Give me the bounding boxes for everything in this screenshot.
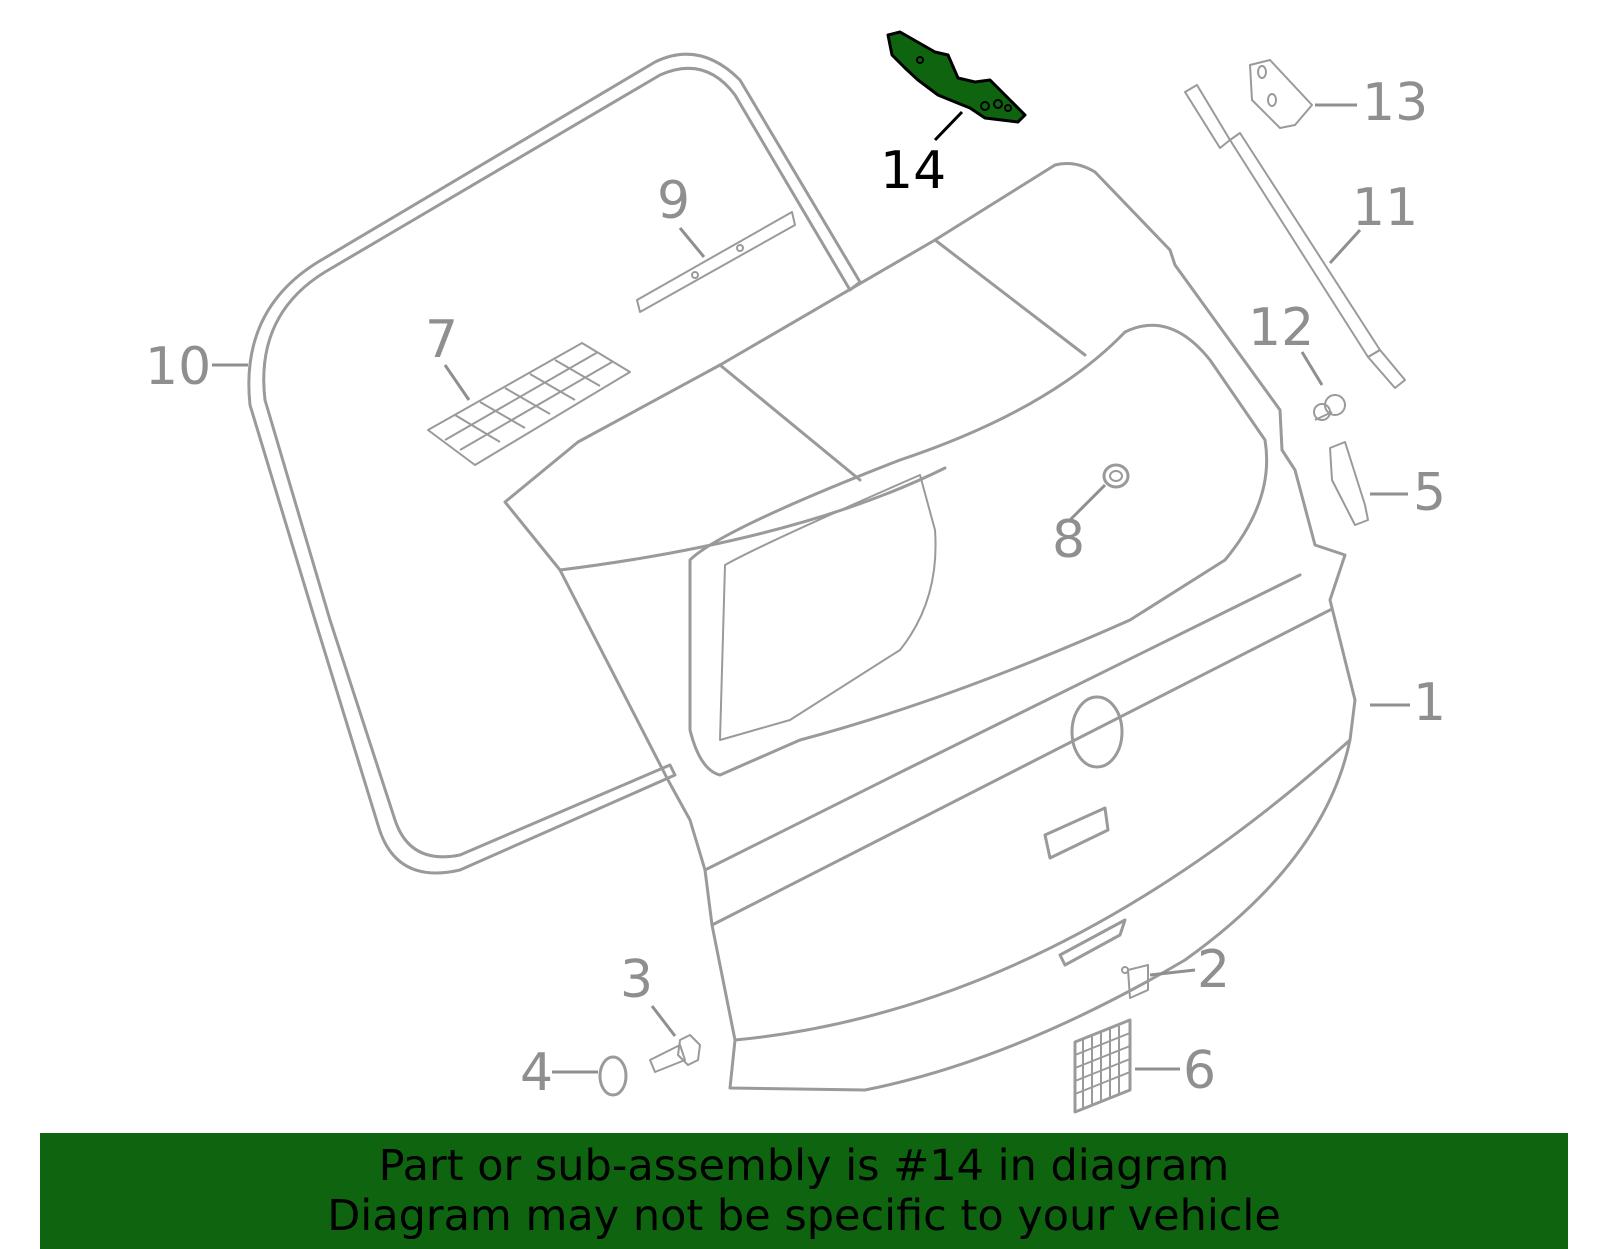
part-3-bolt (649, 1034, 701, 1073)
callout-4: 4 (520, 1043, 553, 1103)
callout-11: 11 (1352, 178, 1418, 238)
part-8-bumper (1102, 463, 1130, 489)
callout-6: 6 (1183, 1041, 1216, 1101)
callout-9: 9 (657, 171, 690, 231)
part-10-glass-seal (247, 52, 862, 875)
callout-10: 10 (145, 337, 211, 397)
part-7-panel (427, 342, 631, 466)
part-9-molding (636, 211, 796, 313)
part-2-clip (1121, 964, 1149, 999)
banner-line-2: Diagram may not be specific to your vehi… (327, 1191, 1281, 1241)
callout-12: 12 (1248, 298, 1314, 358)
part-12-clip (1313, 394, 1346, 421)
callout-3: 3 (620, 950, 653, 1010)
part-4-washer (598, 1055, 628, 1097)
part-1-liftgate (503, 162, 1357, 1092)
callout-14: 14 (880, 141, 946, 201)
part-5-pad (1329, 441, 1369, 526)
callout-arrows (212, 103, 1410, 1074)
part-14-hinge (886, 30, 1027, 124)
part-6-grid (1073, 1018, 1132, 1114)
callout-13: 13 (1362, 73, 1428, 133)
info-banner: Part or sub-assembly is #14 in diagram D… (40, 1133, 1568, 1249)
callout-5: 5 (1413, 463, 1446, 523)
callout-7: 7 (425, 310, 458, 370)
callout-1: 1 (1413, 673, 1446, 733)
part-11-strut (1184, 84, 1406, 389)
callout-2: 2 (1197, 940, 1230, 1000)
part-13-bracket (1249, 59, 1313, 129)
callout-8: 8 (1052, 510, 1085, 570)
banner-line-1: Part or sub-assembly is #14 in diagram (378, 1141, 1230, 1191)
